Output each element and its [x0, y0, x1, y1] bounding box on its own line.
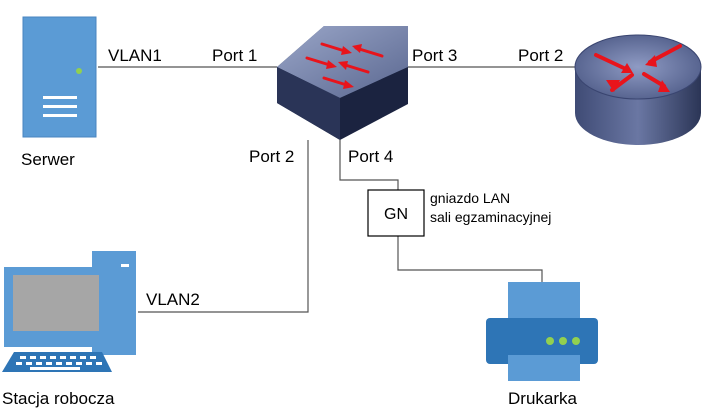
switch-port2-label: Port 2 — [249, 147, 294, 166]
gn-desc-line1: gniazdo LAN — [430, 190, 510, 206]
switch-port4-label: Port 4 — [348, 147, 393, 166]
switch-port1-label: Port 1 — [212, 46, 257, 65]
workstation-label: Stacja robocza — [2, 389, 115, 408]
gn-box-label: GN — [384, 206, 408, 223]
link-switch-workstation — [138, 140, 309, 313]
link-gn-printer — [397, 236, 543, 282]
router-port2-label: Port 2 — [518, 46, 563, 65]
connections — [98, 66, 575, 313]
server-label: Serwer — [21, 150, 75, 169]
workstation-icon — [2, 251, 136, 372]
switch-port3-label: Port 3 — [412, 46, 457, 65]
printer-icon — [486, 282, 598, 381]
router-icon — [574, 34, 702, 145]
link-switch-gn — [339, 140, 399, 190]
printer-label: Drukarka — [508, 389, 578, 408]
gn-desc-line2: sali egzaminacyjnej — [430, 209, 551, 225]
vlan2-label: VLAN2 — [146, 290, 200, 309]
switch-icon — [277, 26, 408, 140]
server-icon — [22, 16, 97, 138]
vlan1-label: VLAN1 — [108, 46, 162, 65]
lan-socket-box: GN — [367, 189, 425, 237]
